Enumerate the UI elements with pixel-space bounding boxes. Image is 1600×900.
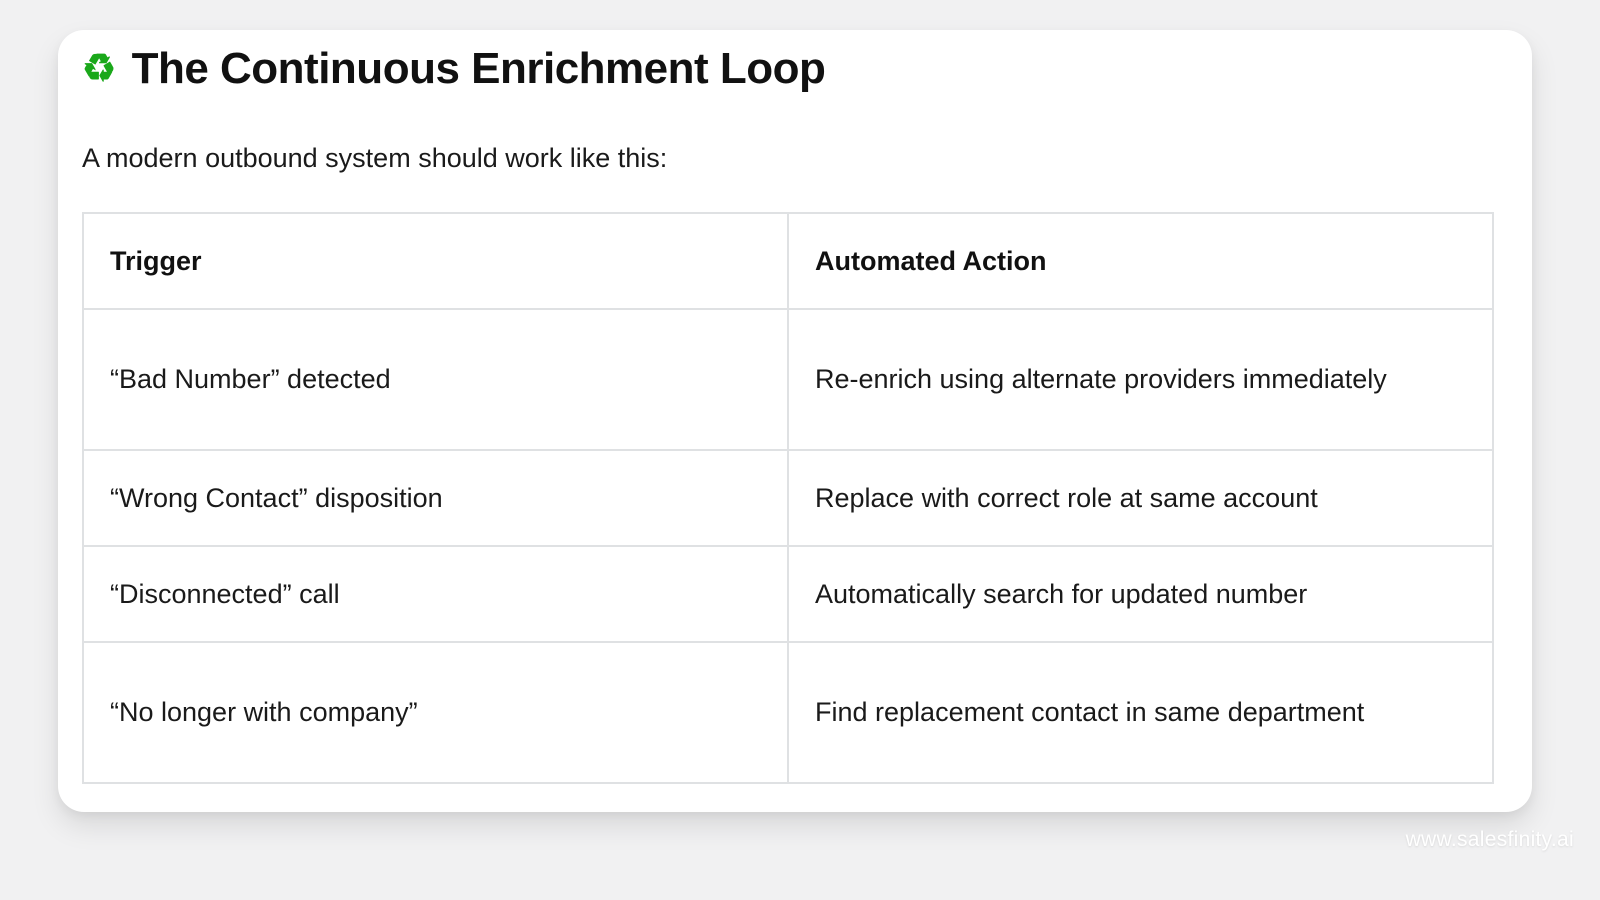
column-header-automated-action: Automated Action — [787, 212, 1494, 310]
trigger-text: “Bad Number” detected — [110, 364, 391, 395]
trigger-action-table: Trigger Automated Action “Bad Number” de… — [82, 212, 1494, 784]
action-text: Find replacement contact in same departm… — [815, 697, 1365, 728]
cell-automated-action: Automatically search for updated number — [787, 545, 1494, 643]
table-row: “Wrong Contact” disposition Replace with… — [82, 449, 1494, 547]
cell-automated-action: Replace with correct role at same accoun… — [787, 449, 1494, 547]
trigger-action-table-wrapper: Trigger Automated Action “Bad Number” de… — [82, 212, 1494, 784]
table-header-row: Trigger Automated Action — [82, 212, 1494, 310]
trigger-text: “Disconnected” call — [110, 578, 340, 609]
trigger-text: “Wrong Contact” disposition — [110, 482, 443, 513]
table-row: “Disconnected” call Automatically search… — [82, 545, 1494, 643]
cell-trigger: “Wrong Contact” disposition — [82, 449, 789, 547]
recycle-icon: ♻ — [82, 48, 116, 90]
table-body: “Bad Number” detected Re-enrich using al… — [82, 308, 1494, 784]
table-row: “No longer with company” Find replacemen… — [82, 641, 1494, 784]
cell-trigger: “No longer with company” — [82, 641, 789, 784]
cell-automated-action: Re-enrich using alternate providers imme… — [787, 308, 1494, 451]
page-title-text: The Continuous Enrichment Loop — [131, 44, 826, 93]
page-title: ♻ The Continuous Enrichment Loop — [82, 44, 826, 94]
action-text: Replace with correct role at same accoun… — [815, 482, 1318, 513]
site-watermark: www.salesfinity.ai — [1405, 828, 1574, 851]
page-subtitle: A modern outbound system should work lik… — [82, 143, 668, 173]
trigger-text: “No longer with company” — [110, 697, 418, 728]
table-head: Trigger Automated Action — [82, 212, 1494, 310]
action-text: Re-enrich using alternate providers imme… — [815, 364, 1387, 395]
cell-automated-action: Find replacement contact in same departm… — [787, 641, 1494, 784]
action-text: Automatically search for updated number — [815, 578, 1308, 609]
cell-trigger: “Disconnected” call — [82, 545, 789, 643]
table-row: “Bad Number” detected Re-enrich using al… — [82, 308, 1494, 451]
column-header-trigger: Trigger — [82, 212, 789, 310]
cell-trigger: “Bad Number” detected — [82, 308, 789, 451]
enrichment-loop-card: ♻ The Continuous Enrichment Loop A moder… — [58, 30, 1532, 812]
